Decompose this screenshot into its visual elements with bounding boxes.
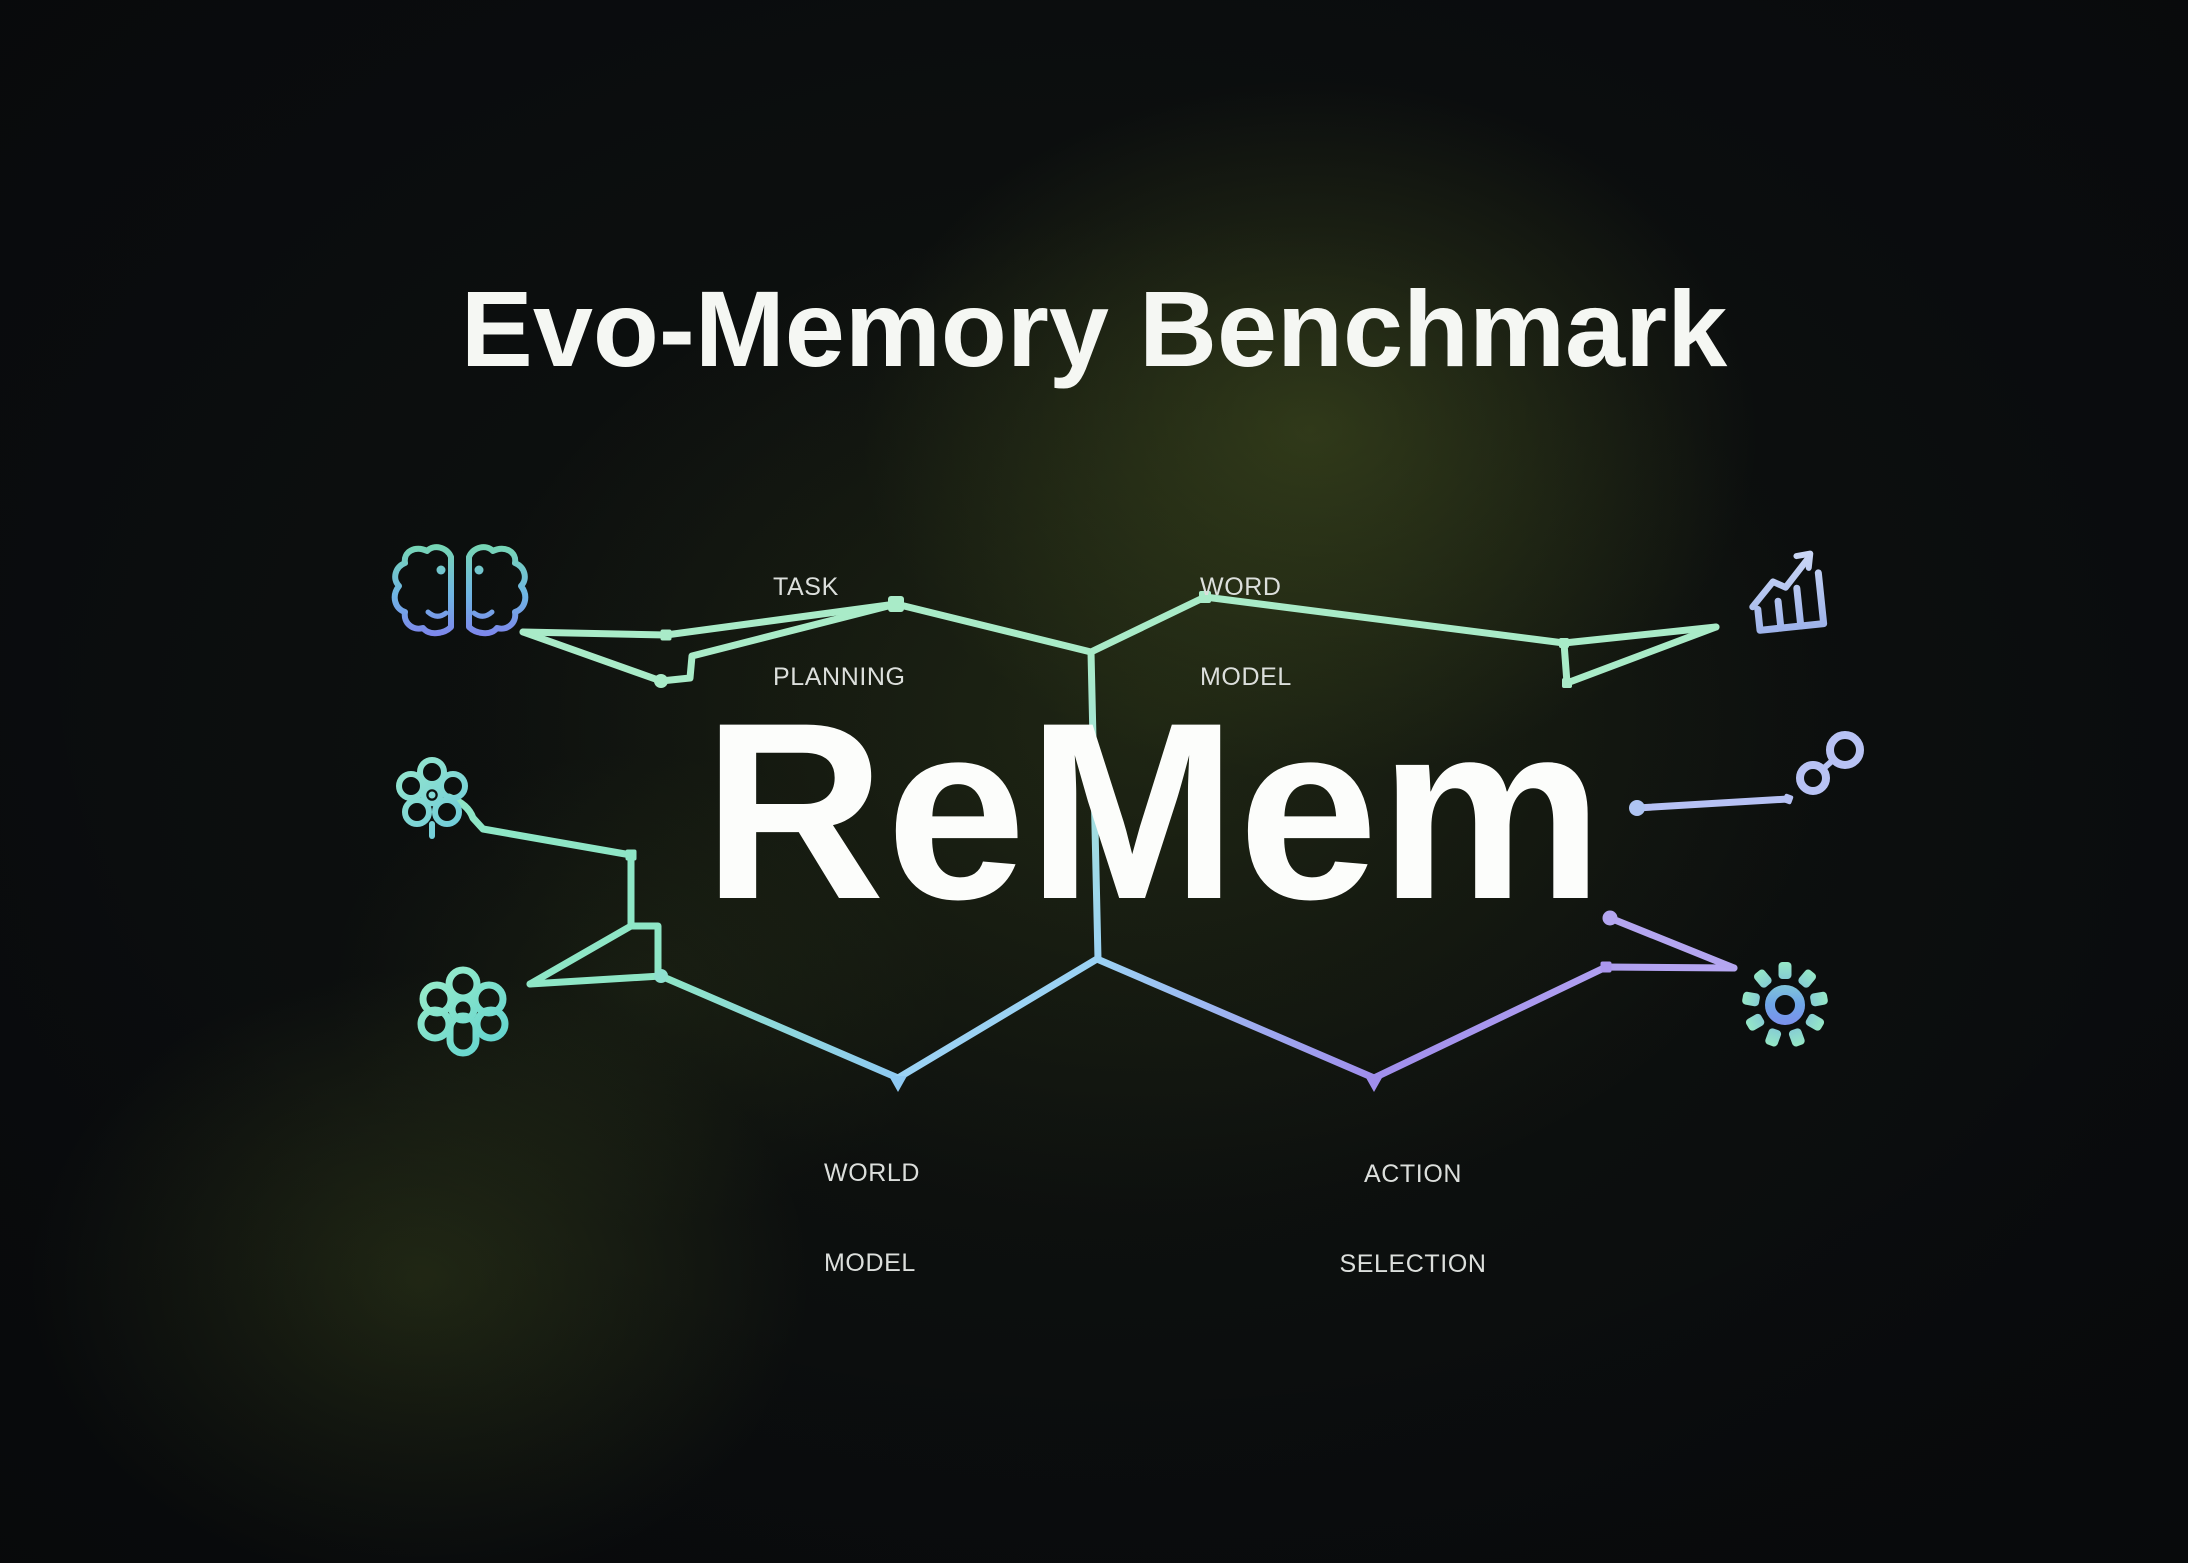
node: [888, 596, 904, 612]
world-model-connector: [445, 793, 665, 988]
flower-small-icon: [396, 757, 468, 839]
label-line: PLANNING: [773, 663, 906, 691]
label-task-planning: TASK PLANNING: [773, 512, 906, 752]
page-title: Evo-Memory Benchmark: [460, 268, 1728, 389]
world-model-uplink: [894, 955, 1101, 1082]
node: [660, 629, 672, 641]
label-action-selection: ACTION SELECTION: [1263, 1099, 1563, 1339]
label-line: WORD: [1200, 573, 1282, 601]
node: [1782, 793, 1794, 805]
label-world-model: WORLD MODEL: [824, 1098, 920, 1338]
world-model-downlink: [657, 972, 902, 1082]
action-selection-downlink: [1093, 955, 1378, 1082]
node: [1562, 678, 1572, 688]
connector-nodes: [625, 591, 1794, 1092]
flower-large-icon: [417, 966, 509, 1057]
gear-icon: [1742, 962, 1828, 1047]
label-line: MODEL: [824, 1249, 916, 1277]
molecule-connector: [1633, 795, 1792, 812]
brain-icon: [391, 544, 529, 637]
node: [654, 674, 668, 688]
node: [1199, 591, 1211, 603]
label-word-model: WORD MODEL: [1200, 512, 1292, 752]
v-marker: [889, 1076, 907, 1092]
wordmark: ReMem: [703, 671, 1605, 952]
growth-chart-icon: [1749, 550, 1828, 634]
gear-arrow-branch: [1606, 914, 1738, 972]
node: [625, 849, 637, 861]
label-line: WORLD: [824, 1159, 921, 1187]
label-line: TASK: [773, 573, 839, 601]
node: [654, 969, 668, 983]
connector-lines: [445, 593, 1792, 1082]
molecule-icon: [1796, 731, 1864, 795]
label-line: SELECTION: [1339, 1250, 1487, 1278]
action-selection-uplink: [1370, 963, 1738, 1082]
label-line: ACTION: [1363, 1160, 1463, 1188]
node: [1600, 961, 1612, 973]
node: [1629, 800, 1645, 816]
v-marker: [1365, 1076, 1383, 1092]
node: [1559, 638, 1569, 648]
node: [1602, 910, 1618, 926]
central-spine: [1087, 648, 1102, 963]
label-line: MODEL: [1200, 663, 1292, 691]
